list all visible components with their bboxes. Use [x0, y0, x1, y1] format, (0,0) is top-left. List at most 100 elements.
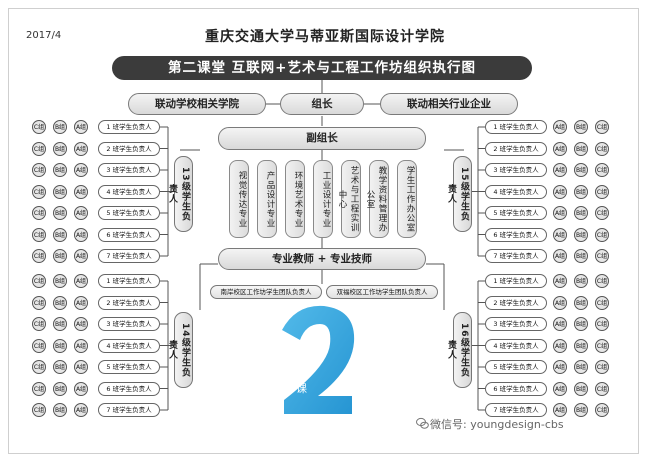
group-circle: A组: [553, 403, 567, 417]
group-circle: C组: [32, 120, 46, 134]
group-circle: C组: [32, 184, 46, 199]
vice-leader-box: 副组长: [218, 127, 426, 150]
department-box: 环境艺术专业: [285, 160, 305, 238]
group-circle: A组: [553, 120, 567, 134]
university-title: 重庆交通大学马蒂亚斯国际设计学院: [205, 29, 445, 45]
group-circle: B组: [574, 338, 588, 353]
group-circle: B组: [574, 381, 588, 396]
group-circle: B组: [53, 403, 67, 417]
department-box: 视觉传达专业: [229, 160, 249, 238]
class-leader-box: 4 班学生负责人: [98, 338, 160, 353]
class-leader-box: 2 班学生负责人: [485, 295, 547, 310]
group-circle: B组: [574, 163, 588, 177]
group-circle: B组: [574, 274, 588, 288]
class-leader-box: 2 班学生负责人: [98, 141, 160, 156]
group-circle: A组: [74, 120, 88, 134]
group-circle: C组: [595, 360, 609, 374]
group-circle: B组: [53, 141, 67, 156]
group-circle: A组: [553, 163, 567, 177]
class-leader-box: 6 班学生负责人: [98, 227, 160, 242]
leader-box: 组长: [280, 93, 364, 115]
group-circle: C组: [595, 295, 609, 310]
wechat-icon: [416, 417, 429, 429]
class-leader-box: 6 班学生负责人: [98, 381, 160, 396]
group-circle: C组: [595, 184, 609, 199]
class-leader-box: 7 班学生负责人: [485, 249, 547, 263]
group-circle: B组: [574, 141, 588, 156]
nanan-campus-team-box: 南岸校区工作坊学生团队负责人: [210, 285, 322, 299]
group-circle: A组: [74, 403, 88, 417]
class-leader-box: 5 班学生负责人: [98, 206, 160, 220]
group-circle: A组: [553, 360, 567, 374]
group-circle: C组: [32, 338, 46, 353]
group-circle: B组: [574, 120, 588, 134]
group-circle: C组: [595, 274, 609, 288]
class-leader-box: 4 班学生负责人: [485, 184, 547, 199]
group-circle: C组: [32, 360, 46, 374]
class-leader-box: 1 班学生负责人: [485, 120, 547, 134]
department-box: 教学资料管理办公室: [365, 160, 389, 238]
class-leader-box: 3 班学生负责人: [98, 317, 160, 331]
group-circle: C组: [595, 403, 609, 417]
group-circle: C组: [32, 274, 46, 288]
group-circle: C组: [595, 317, 609, 331]
level-16-box: 16级学生负责人: [446, 312, 472, 388]
group-circle: A组: [74, 360, 88, 374]
class-leader-box: 4 班学生负责人: [98, 184, 160, 199]
group-circle: B组: [53, 381, 67, 396]
class-leader-box: 3 班学生负责人: [485, 317, 547, 331]
group-circle: C组: [32, 163, 46, 177]
class-leader-box: 1 班学生负责人: [98, 274, 160, 288]
group-circle: A组: [553, 317, 567, 331]
wechat-watermark: 微信号: youngdesign-cbs: [430, 418, 564, 431]
group-circle: A组: [553, 249, 567, 263]
group-circle: A组: [74, 317, 88, 331]
group-circle: A组: [74, 206, 88, 220]
group-circle: C组: [32, 249, 46, 263]
class-leader-box: 1 班学生负责人: [98, 120, 160, 134]
class-leader-box: 5 班学生负责人: [485, 206, 547, 220]
group-circle: A组: [74, 184, 88, 199]
group-circle: C组: [595, 338, 609, 353]
group-circle: A组: [553, 295, 567, 310]
svg-text:二: 二: [296, 366, 307, 379]
second-classroom-logo: 第 二 课: [282, 305, 355, 414]
department-box: 艺术与工程实训中心: [337, 160, 361, 238]
class-leader-box: 7 班学生负责人: [485, 403, 547, 417]
group-circle: A组: [74, 381, 88, 396]
group-circle: B组: [574, 403, 588, 417]
level-15-box: 15级学生负责人: [446, 156, 472, 232]
group-circle: B组: [574, 184, 588, 199]
class-leader-box: 5 班学生负责人: [485, 360, 547, 374]
group-circle: C组: [32, 206, 46, 220]
class-leader-box: 2 班学生负责人: [485, 141, 547, 156]
group-circle: C组: [595, 206, 609, 220]
group-circle: C组: [595, 249, 609, 263]
group-circle: A组: [553, 381, 567, 396]
group-circle: B组: [53, 274, 67, 288]
group-circle: A组: [553, 184, 567, 199]
group-circle: C组: [595, 120, 609, 134]
group-circle: B组: [574, 227, 588, 242]
group-circle: C组: [595, 227, 609, 242]
group-circle: B组: [574, 206, 588, 220]
group-circle: B组: [574, 360, 588, 374]
teachers-box: 专业教师 + 专业技师: [218, 248, 426, 270]
group-circle: B组: [574, 317, 588, 331]
group-circle: A组: [74, 141, 88, 156]
group-circle: A组: [553, 227, 567, 242]
group-circle: A组: [74, 227, 88, 242]
group-circle: A组: [74, 295, 88, 310]
group-circle: A组: [74, 274, 88, 288]
group-circle: B组: [53, 163, 67, 177]
chart-banner: 第二课堂 互联网+艺术与工程工作坊组织执行图: [112, 56, 532, 80]
class-leader-box: 2 班学生负责人: [98, 295, 160, 310]
class-leader-box: 3 班学生负责人: [485, 163, 547, 177]
group-circle: C组: [595, 381, 609, 396]
level-14-box: 14级学生负责人: [167, 312, 193, 388]
group-circle: B组: [574, 249, 588, 263]
group-circle: C组: [32, 295, 46, 310]
level-13-box: 13级学生负责人: [167, 156, 193, 232]
group-circle: C组: [595, 141, 609, 156]
